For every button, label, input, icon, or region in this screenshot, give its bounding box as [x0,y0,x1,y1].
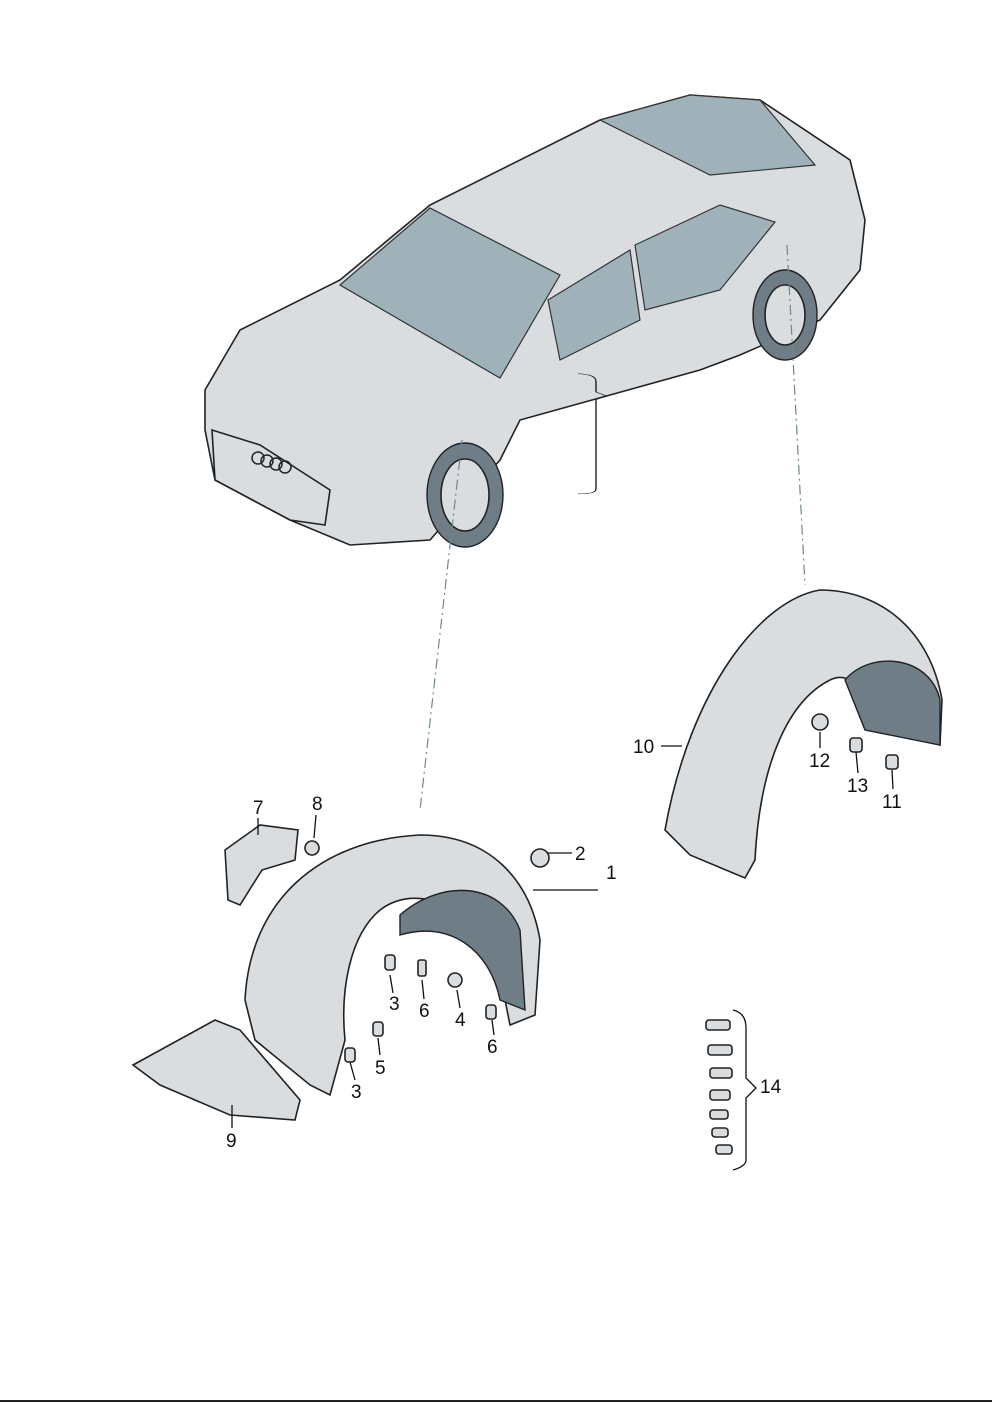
callout-12: 12 [809,751,830,772]
callout-5: 5 [375,1058,386,1079]
bracket-part-7 [224,824,299,906]
nut-part-8 [304,840,320,856]
fastener-set-14 [705,1019,733,1155]
callout-3: 3 [389,994,400,1015]
callout-14: 14 [760,1077,782,1098]
callout-7: 7 [253,798,264,819]
car-illustration [204,94,866,548]
callout-9: 9 [226,1131,237,1152]
screws-front [344,954,497,1063]
callout-11: 11 [882,792,902,813]
rear-wheel-housing-liner [664,589,943,880]
callout-2: 2 [575,844,586,865]
callout-4: 4 [455,1010,466,1031]
front-leader-line [419,439,463,811]
screw-part-11 [885,754,899,770]
nut-part-4 [447,972,463,988]
callout-6: 6 [487,1037,498,1058]
audi-rings-logo [251,451,292,474]
nut-part-12 [811,713,829,731]
bottom-rule [0,1400,992,1402]
front-wheel-housing-liner [244,834,541,1097]
callout-1: 1 [606,863,617,884]
rear-leader-line [786,244,806,586]
label-leaders [231,373,894,1171]
callout-labels: 1 2 3 6 4 6 5 3 7 8 9 10 12 13 11 14 [226,737,902,1152]
cover-part-9 [131,1019,301,1121]
callout-13: 13 [847,776,868,797]
callout-8: 8 [312,794,323,815]
screw-part-13 [849,737,863,753]
callout-6: 6 [419,1001,430,1022]
callout-10: 10 [633,737,654,758]
nut-part-2 [530,848,550,868]
callout-3: 3 [351,1082,362,1103]
